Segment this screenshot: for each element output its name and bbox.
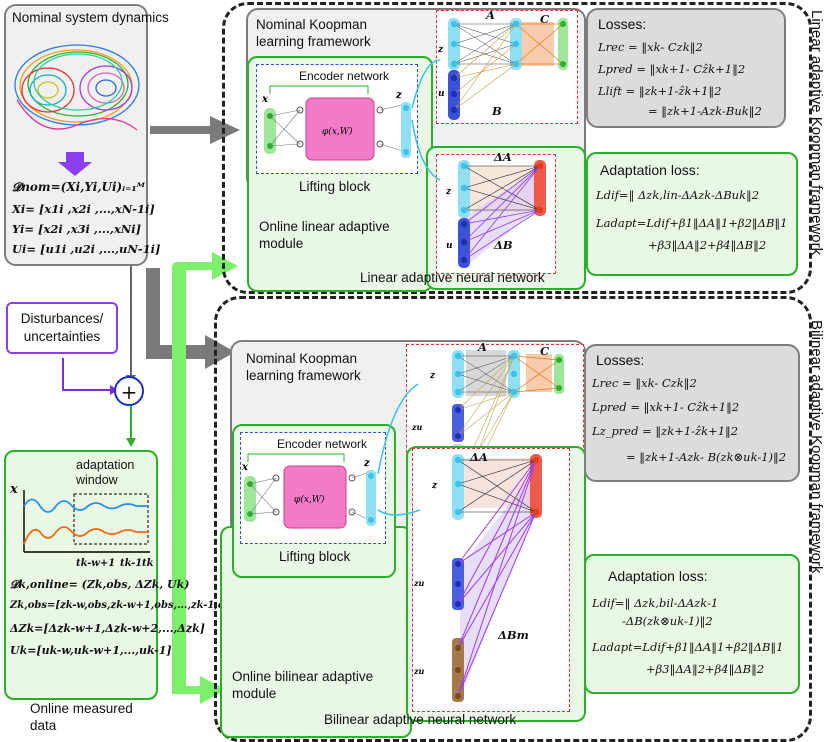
svg-text:zu: zu xyxy=(411,422,423,432)
bottom-online-label: Online bilinear adaptive module xyxy=(232,669,374,701)
bottom-nominal-label: Nominal Koopman learning framework xyxy=(246,351,361,383)
plus-junction: + xyxy=(114,376,144,406)
bottom-l-adapt2: +β3‖ΔA‖2+β4‖ΔB‖2 xyxy=(646,662,765,676)
nominal-title: Nominal system dynamics xyxy=(12,10,169,25)
bottom-loss-pred: Lpred = ‖xk+1- Cẑk+1‖2 xyxy=(592,400,740,414)
online-data-box: adaptation window x tk-w+1 tk-1 tk 𝓓k,on… xyxy=(4,450,242,700)
top-losses-title: Losses: xyxy=(598,16,647,32)
svg-text:z: z xyxy=(395,90,402,101)
adapt-window-label: adaptation window xyxy=(76,458,135,487)
top-loss-lift2: = ‖zk+1-Azk-Buk‖2 xyxy=(648,104,762,118)
top-loss-lift: Llift = ‖zk+1-ẑk+1‖2 xyxy=(598,84,722,98)
gray-arrow-bottom xyxy=(146,268,235,369)
bottom-adapt-title: Adaptation loss: xyxy=(608,568,708,584)
top-panel xyxy=(222,2,812,294)
svg-text:φ(x,W): φ(x,W) xyxy=(294,494,325,505)
svg-text:x: x xyxy=(261,94,269,105)
top-A: A xyxy=(486,8,495,22)
bottom-adaptive-net: z zu zu xyxy=(413,454,542,702)
bottom-side-title: Bilinear adaptive Koopman framework xyxy=(808,320,825,574)
y-i: Yi= [x2i ,x3i ,...,xNi] xyxy=(12,222,142,236)
top-encoder-label: Encoder network xyxy=(299,69,390,83)
bottom-losses-box: Losses: Lrec = ‖xk- Czk‖2 Lpred = ‖xk+1-… xyxy=(584,344,800,482)
bottom-l-adapt: Ladapt=Ldif+β1‖ΔA‖1+β2‖ΔB‖1 xyxy=(592,640,784,654)
top-loss-rec: Lrec = ‖xk- Czk‖2 xyxy=(598,40,703,54)
top-net-label: Linear adaptive neural network xyxy=(360,270,545,285)
svg-text:z: z xyxy=(445,187,452,197)
top-adaptive-net: z u xyxy=(445,160,546,268)
svg-text:u: u xyxy=(446,241,453,251)
u-k: Uk=[uk-w,uk-w+1,...,uk-1] xyxy=(10,644,172,657)
bottom-l-dif2: -ΔB(zk⊗uk-1)‖2 xyxy=(622,614,713,628)
svg-text:zu: zu xyxy=(413,666,425,676)
u-i: Ui= [u1i ,u2i ,...,uN-1i] xyxy=(12,242,161,256)
top-loss-pred: Lpred = ‖xk+1- Cẑk+1‖2 xyxy=(598,62,746,76)
bottom-C: C xyxy=(540,344,550,358)
bottom-losses-title: Losses: xyxy=(596,352,645,368)
t2-label: tk-1 xyxy=(120,558,143,569)
top-l-dif: Ldif=‖ Δzk,lin-ΔAzk-ΔBuk‖2 xyxy=(596,188,760,202)
top-online-label: Online linear adaptive module xyxy=(259,219,390,251)
bottom-l-dif: Ldif=‖ Δzk,bil-ΔAzk-1 xyxy=(592,596,719,610)
x-i: Xi= [x1i ,x2i ,...,xN-1i] xyxy=(12,202,155,216)
d-nom: 𝓓nom=(Xi,Yi,Ui)ᵢ₌₁ᴹ xyxy=(12,180,146,194)
t1-label: tk-w+1 xyxy=(76,558,116,569)
bottom-koopman-net: z zu zu xyxy=(411,350,564,512)
top-dA: ΔA xyxy=(494,150,512,164)
bottom-loss-zpred2: = ‖zk+1-Azk- B(zk⊗uk-1)‖2 xyxy=(626,450,787,464)
green-arrow-top xyxy=(172,252,238,690)
green-arrow-bottom xyxy=(172,676,226,704)
bottom-net-label: Bilinear adaptive neural network xyxy=(324,712,517,727)
dz: ΔZk=[Δzk-w+1,Δzk-w+2,...,Δzk] xyxy=(10,622,205,635)
signal-plot xyxy=(23,490,150,553)
svg-text:z: z xyxy=(363,458,370,469)
top-encoder-net: x φ(x,W) z xyxy=(261,85,411,161)
bottom-encoder-label: Encoder network xyxy=(277,437,368,451)
top-nominal-label: Nominal Koopman learning framework xyxy=(256,17,371,49)
svg-text:φ(x,W): φ(x,W) xyxy=(322,126,353,137)
bottom-dBm: ΔBm xyxy=(498,628,529,642)
svg-text:z: z xyxy=(437,45,444,55)
top-adapt-loss-box: Adaptation loss: Ldif=‖ Δzk,lin-ΔAzk-ΔBu… xyxy=(586,152,798,276)
t3-label: tk xyxy=(142,558,154,569)
disturbance-box: Disturbances/ uncertainties xyxy=(6,302,118,354)
top-l-adapt2: +β3‖ΔA‖2+β4‖ΔB‖2 xyxy=(648,238,767,252)
bottom-lifting-label: Lifting block xyxy=(279,549,351,564)
phase-portrait xyxy=(14,44,140,131)
svg-text:zu: zu xyxy=(413,578,425,588)
down-arrow-icon xyxy=(58,152,92,176)
top-koopman-net: z u xyxy=(437,18,568,120)
online-measured-label: Online measured data xyxy=(30,701,133,733)
top-B: B xyxy=(492,104,502,118)
disturbance-line xyxy=(62,358,112,391)
x-axis-label: x xyxy=(10,482,18,497)
top-adapt-title: Adaptation loss: xyxy=(600,162,700,178)
bottom-adapt-loss-box: Adaptation loss: Ldif=‖ Δzk,bil-ΔAzk-1 -… xyxy=(584,554,800,694)
top-side-title: Linear adaptive Koopman framework xyxy=(808,10,825,256)
bottom-loss-zpred: Lz_pred = ‖zk+1-ẑk+1‖2 xyxy=(592,424,739,438)
top-l-adapt: Ladapt=Ldif+β1‖ΔA‖1+β2‖ΔB‖1 xyxy=(596,216,788,230)
nominal-system-box: Nominal system dynamics 𝓓nom=(Xi,Yi,Ui)ᵢ… xyxy=(4,4,169,266)
top-dB: ΔB xyxy=(494,238,513,252)
gray-arrow-top xyxy=(150,116,240,144)
top-losses-box: Losses: Lrec = ‖xk- Czk‖2 Lpred = ‖xk+1-… xyxy=(586,8,786,128)
z-obs: Zk,obs=[zk-w,obs,zk-w+1,obs,...,zk-1,obs… xyxy=(10,600,242,611)
top-C: C xyxy=(540,12,550,26)
bottom-loss-rec: Lrec = ‖xk- Czk‖2 xyxy=(592,376,697,390)
svg-text:z: z xyxy=(429,371,436,381)
d-online: 𝓓k,online= (Zk,obs, ΔZk, Uk) xyxy=(10,578,190,591)
bottom-A: A xyxy=(478,340,487,354)
top-lifting-label: Lifting block xyxy=(299,179,371,194)
svg-text:z: z xyxy=(431,481,438,491)
bottom-encoder-net: x φ(x,W) z xyxy=(241,453,376,529)
svg-text:u: u xyxy=(438,89,445,99)
svg-text:x: x xyxy=(241,462,249,473)
bottom-dA: ΔA xyxy=(470,450,488,464)
